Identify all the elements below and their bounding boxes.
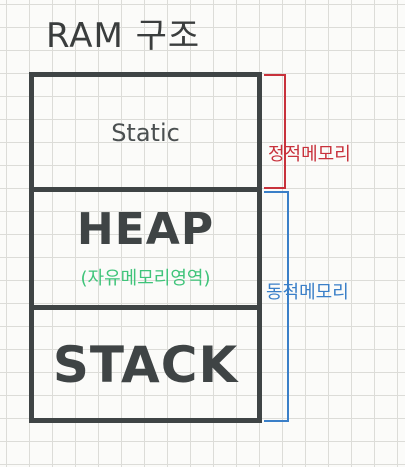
static-label: Static [111,119,180,147]
heap-block: HEAP (자유메모리영역) [29,187,262,310]
dynamic-memory-bracket [264,191,289,422]
static-memory-label: 정적메모리 [268,144,351,165]
diagram-title: RAM 구조 [46,16,201,56]
heap-label: HEAP [76,204,215,255]
stack-label: STACK [52,336,239,394]
dynamic-memory-label: 동적메모리 [266,282,349,303]
heap-sublabel: (자유메모리영역) [80,268,211,289]
static-memory-bracket [264,74,286,189]
stack-block: STACK [29,305,262,423]
